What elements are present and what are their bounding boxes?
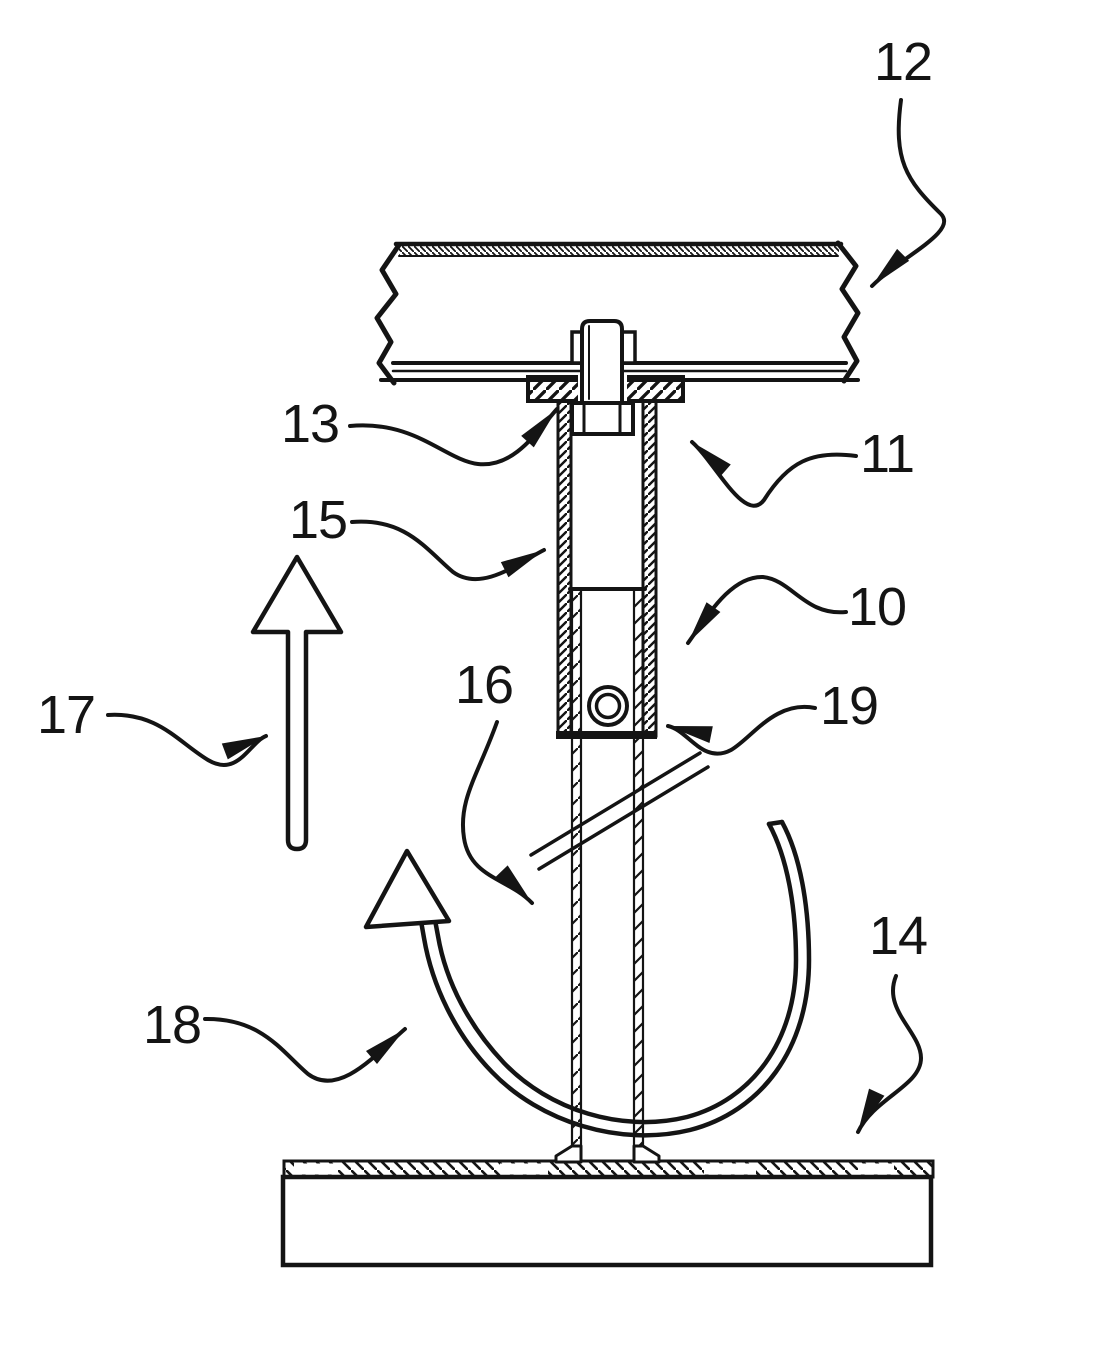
inner-tube (570, 587, 645, 1150)
ceiling-panel (374, 240, 861, 386)
leader-10 (686, 574, 848, 645)
ref-label-12: 12 (874, 32, 933, 92)
ref-label-11: 11 (860, 424, 915, 484)
base-slab (280, 1174, 934, 1268)
ref-label-14: 14 (869, 906, 928, 966)
leader-14 (856, 974, 924, 1134)
outer-tube-wall-left (556, 399, 573, 738)
leader-16 (461, 720, 534, 905)
ref-label-17: 17 (37, 685, 96, 745)
nut (570, 401, 635, 436)
leader-13 (348, 407, 559, 467)
break-line (529, 751, 710, 871)
ref-label-10: 10 (848, 577, 907, 637)
outer-tube-wall-right (641, 399, 658, 738)
leader-19 (666, 704, 817, 756)
ref-label-16: 16 (455, 655, 514, 715)
leader-15 (350, 519, 546, 582)
leader-18 (203, 1016, 407, 1083)
up-arrow (250, 554, 344, 852)
leader-lines (106, 98, 946, 1134)
leader-12 (870, 98, 946, 288)
bolt (570, 319, 637, 436)
base-plate (280, 1144, 935, 1268)
ref-label-19: 19 (820, 676, 879, 736)
break-edge-left (374, 242, 402, 386)
leader-17 (106, 712, 268, 767)
ref-label-18: 18 (143, 995, 202, 1055)
rotation-arrow (363, 819, 812, 1138)
leader-11 (690, 440, 858, 508)
bolt-shaft (580, 319, 624, 403)
tube-foot-right (632, 1144, 661, 1164)
break-edge-right (835, 240, 861, 384)
tube-foot-left (554, 1144, 583, 1164)
ref-label-15: 15 (289, 490, 348, 550)
rotation-arrowhead (363, 848, 452, 930)
pivot-hole (587, 685, 629, 727)
ref-label-13: 13 (281, 394, 340, 454)
base-top-strip (282, 1159, 935, 1179)
outer-tube (556, 399, 658, 739)
